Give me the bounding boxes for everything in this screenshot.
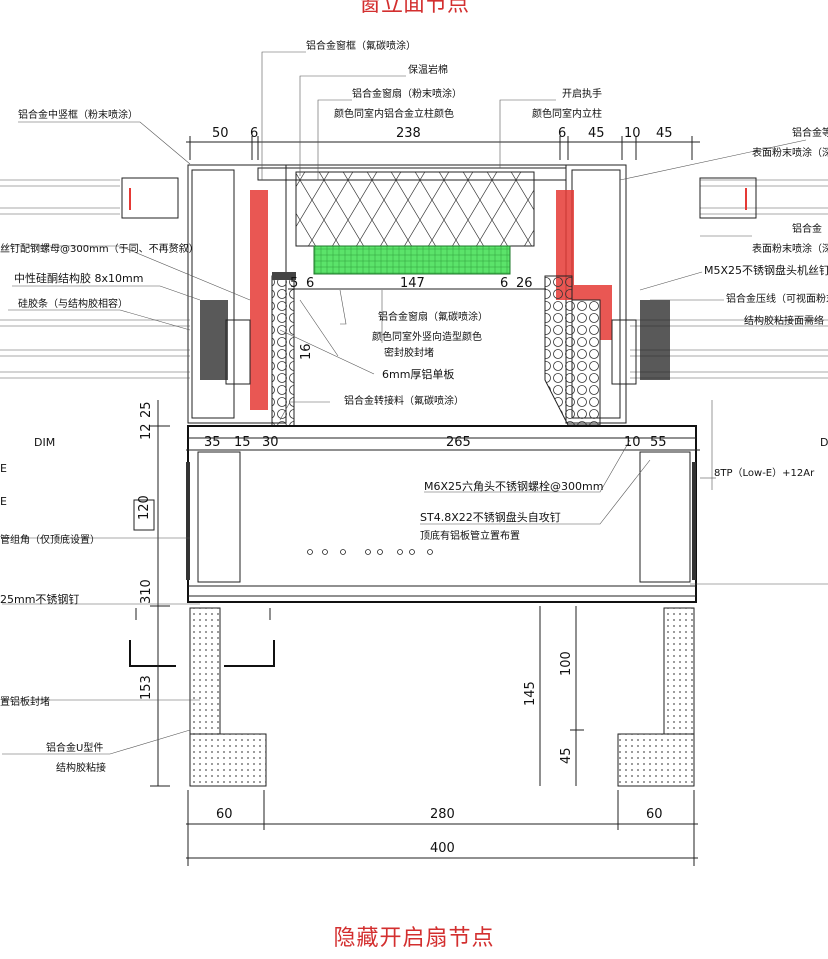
label-insulation: 保温岩棉 [408, 63, 448, 76]
label-frame-top: 铝合金窗框（氟碳喷涂） [306, 39, 416, 52]
label-right-top1: 铝合金等 [792, 126, 828, 139]
dim-45c: 45 [559, 747, 574, 764]
label-sash-color-out: 颜色同室外竖向造型颜色 [372, 330, 482, 343]
dim-10: 10 [624, 126, 641, 141]
label-al-seal: 置铝板封堵 [0, 695, 50, 708]
label-right-top2: 铝合金 [792, 222, 822, 235]
dim-400: 400 [430, 841, 455, 856]
left-vertical-dims: 120 25 12 310 153 [133, 400, 170, 787]
dim-153: 153 [139, 675, 154, 700]
dim-60b: 60 [646, 807, 663, 822]
label-aluminium-6mm: 6mm厚铝单板 [382, 367, 454, 381]
dim-45b: 45 [656, 126, 673, 141]
dim-6c: 6 [306, 276, 314, 291]
label-m5-screw: M5X25不锈钢盘头机丝钉 [704, 263, 828, 277]
label-handle: 开启执手 [562, 87, 602, 100]
dim-6a: 6 [250, 126, 258, 141]
label-sash-fluor: 铝合金窗扇（氟碳喷涂） [378, 310, 488, 323]
label-sash-powder: 铝合金窗扇（粉末喷涂） [352, 87, 462, 100]
label-handle-color: 颜色同室内立柱 [532, 107, 602, 120]
dim-6b: 6 [558, 126, 566, 141]
label-glass: 8TP（Low-E）+12Ar [714, 467, 815, 479]
drawing-caption: 隐藏开启扇节点 [333, 926, 495, 951]
dim-10b: 10 [624, 435, 641, 450]
annotation-labels: 铝合金窗框（氟碳喷涂） 保温岩棉 铝合金窗扇（粉末喷涂） 颜色同室内铝合金立柱颜… [0, 39, 828, 774]
transom-dimension-row: 35 15 30 265 10 55 [186, 435, 700, 451]
label-right-top1b: 表面粉末喷涂（深 [752, 146, 828, 159]
label-neutral-silicone: 中性硅酮结构胶 8x10mm [14, 271, 143, 285]
dim-12: 12 [139, 423, 154, 440]
dim-238: 238 [396, 126, 421, 141]
inner-dimension-row: 5 6 147 6 26 16 [288, 276, 546, 360]
dim-26: 26 [516, 276, 533, 291]
label-st-screw: ST4.8X22不锈钢盘头自攻钉 [420, 510, 561, 524]
dim-265: 265 [446, 435, 471, 450]
label-left-e1: E [0, 462, 7, 475]
label-mullion: 铝合金中竖框（粉末喷涂） [18, 108, 138, 121]
drawing-title: 窗立面节点 [358, 0, 469, 17]
label-right-top2b: 表面粉末喷涂（深 [752, 242, 828, 255]
label-m6-bolt: M6X25六角头不锈钢螺栓@300mm [424, 479, 603, 493]
label-dim-right: D [820, 436, 828, 449]
label-adapter: 铝合金转接料（氟碳喷涂） [344, 394, 464, 407]
dim-60a: 60 [216, 807, 233, 822]
dim-280: 280 [430, 807, 455, 822]
right-vertical-dims: 100 145 45 [523, 606, 584, 786]
bottom-dimension-chain: 60 280 60 400 [186, 790, 698, 866]
label-corner: 管组角（仅顶底设置） [0, 533, 100, 546]
dim-25: 25 [139, 401, 154, 418]
dim-15: 15 [234, 435, 251, 450]
dim-100: 100 [559, 651, 574, 676]
label-spacer: 硅胶条（与结构胶相容） [18, 297, 128, 310]
dim-6d: 6 [500, 276, 508, 291]
label-bolt-left: 丝钉配钢螺母@300mm（于同、不再赘叙） [0, 242, 199, 255]
label-u-bond: 结构胶粘接 [56, 761, 106, 774]
dim-35: 35 [204, 435, 221, 450]
label-u-profile: 铝合金U型件 [46, 741, 103, 754]
dim-50: 50 [212, 126, 229, 141]
dim-55: 55 [650, 435, 667, 450]
dim-120: 120 [137, 495, 152, 520]
dim-30: 30 [262, 435, 279, 450]
label-dim-left: DIM [34, 436, 55, 449]
upper-window-frame [0, 164, 828, 427]
dim-45a: 45 [588, 126, 605, 141]
dim-16: 16 [299, 343, 314, 360]
dim-147: 147 [400, 276, 425, 291]
top-dimension-chain: 50 6 238 6 45 10 45 [186, 126, 700, 160]
label-press-line: 铝合金压线（可视面粉末 [726, 292, 828, 305]
dim-310: 310 [139, 579, 154, 604]
lower-supports [129, 607, 695, 787]
label-struct-bond: 结构胶粘接面需络 [744, 314, 824, 327]
dim-145: 145 [523, 681, 538, 706]
leader-lines [2, 51, 828, 755]
label-sealant: 密封胶封堵 [384, 346, 434, 359]
label-sash-color-in: 颜色同室内铝合金立柱颜色 [334, 107, 454, 120]
dim-5: 5 [290, 276, 298, 291]
label-screw-25: 25mm不锈钢钉 [0, 593, 79, 606]
label-left-e2: E [0, 495, 7, 508]
label-bottom-plate: 顶底有铝板管立置布置 [420, 529, 520, 542]
